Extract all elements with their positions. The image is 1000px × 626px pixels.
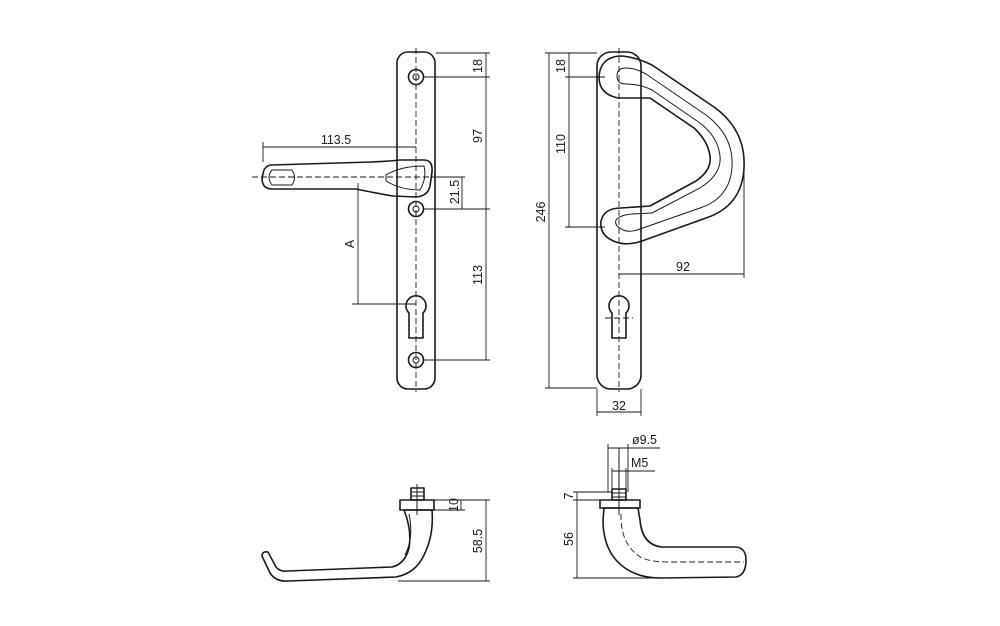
lever-side-body <box>261 509 434 582</box>
pull-keyhole <box>608 295 630 339</box>
dim-pull-top-hole: 18 <box>554 59 568 73</box>
dim-pull-projection: 92 <box>676 260 690 274</box>
dim-front-handle-length: 113.5 <box>321 133 351 147</box>
dim-lever-rose-height: 10 <box>447 498 461 512</box>
pull-grip-inner-slot <box>615 67 733 232</box>
front-view: 113.5 18 97 21.5 113 A <box>252 48 490 392</box>
front-bottom-screw-hole <box>407 351 425 369</box>
dim-pull-plate-width: 32 <box>612 399 626 413</box>
dim-front-top-hole: 18 <box>471 59 485 73</box>
knob-side-view: ø9.5 M5 7 56 <box>562 433 747 579</box>
dim-pull-total-height: 246 <box>534 202 548 223</box>
lever-side-view: 10 58.5 <box>261 484 490 582</box>
dim-spindle-diameter: ø9.5 <box>632 433 657 447</box>
dim-knob-projection: 56 <box>562 532 576 546</box>
dim-front-lower: 113 <box>471 265 485 285</box>
front-spindle-hole <box>407 200 425 218</box>
knob-side-body <box>602 507 747 579</box>
knob-side-rose <box>599 499 641 509</box>
dim-front-a: A <box>343 239 357 248</box>
dim-pull-grip-span: 110 <box>554 134 568 154</box>
front-keyhole <box>405 295 427 339</box>
dim-lever-projection: 58.5 <box>471 529 485 553</box>
dim-front-upper: 97 <box>471 129 485 143</box>
front-top-screw-hole <box>407 68 425 86</box>
front-lever-rose-recess <box>385 165 426 191</box>
dim-thread: M5 <box>631 456 648 470</box>
dim-front-spindle-offset: 21.5 <box>448 180 462 204</box>
pull-grip-outer <box>598 55 745 245</box>
front-lever-grip-recess <box>268 169 295 186</box>
pull-handle-view: 246 18 110 92 32 <box>534 48 745 416</box>
dim-knob-rose-height: 7 <box>562 492 576 499</box>
front-lever-arm <box>261 159 433 198</box>
